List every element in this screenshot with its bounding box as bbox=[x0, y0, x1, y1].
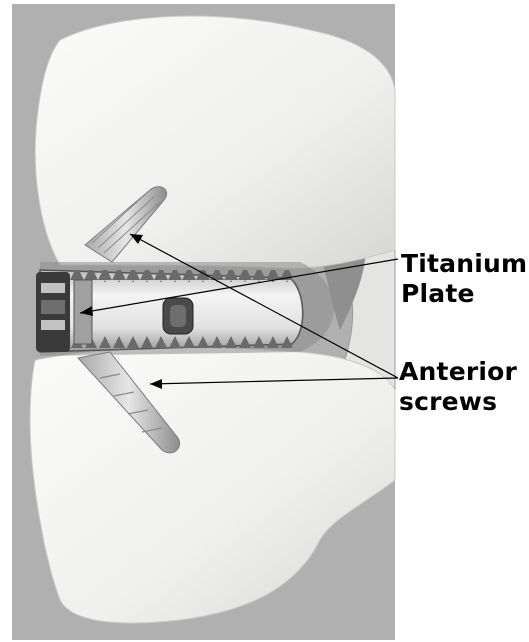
titanium-plate-label-line2: Plate bbox=[401, 279, 527, 309]
anterior-screws-label: Anterior screws bbox=[399, 357, 517, 417]
anterior-screws-label-line1: Anterior bbox=[399, 357, 517, 387]
titanium-plate-label-line1: Titanium bbox=[401, 249, 527, 279]
upper-vertebra bbox=[35, 16, 395, 268]
titanium-plate-label: Titanium Plate bbox=[401, 249, 527, 309]
right-margin bbox=[395, 0, 529, 642]
anterior-screws-label-line2: screws bbox=[399, 387, 517, 417]
